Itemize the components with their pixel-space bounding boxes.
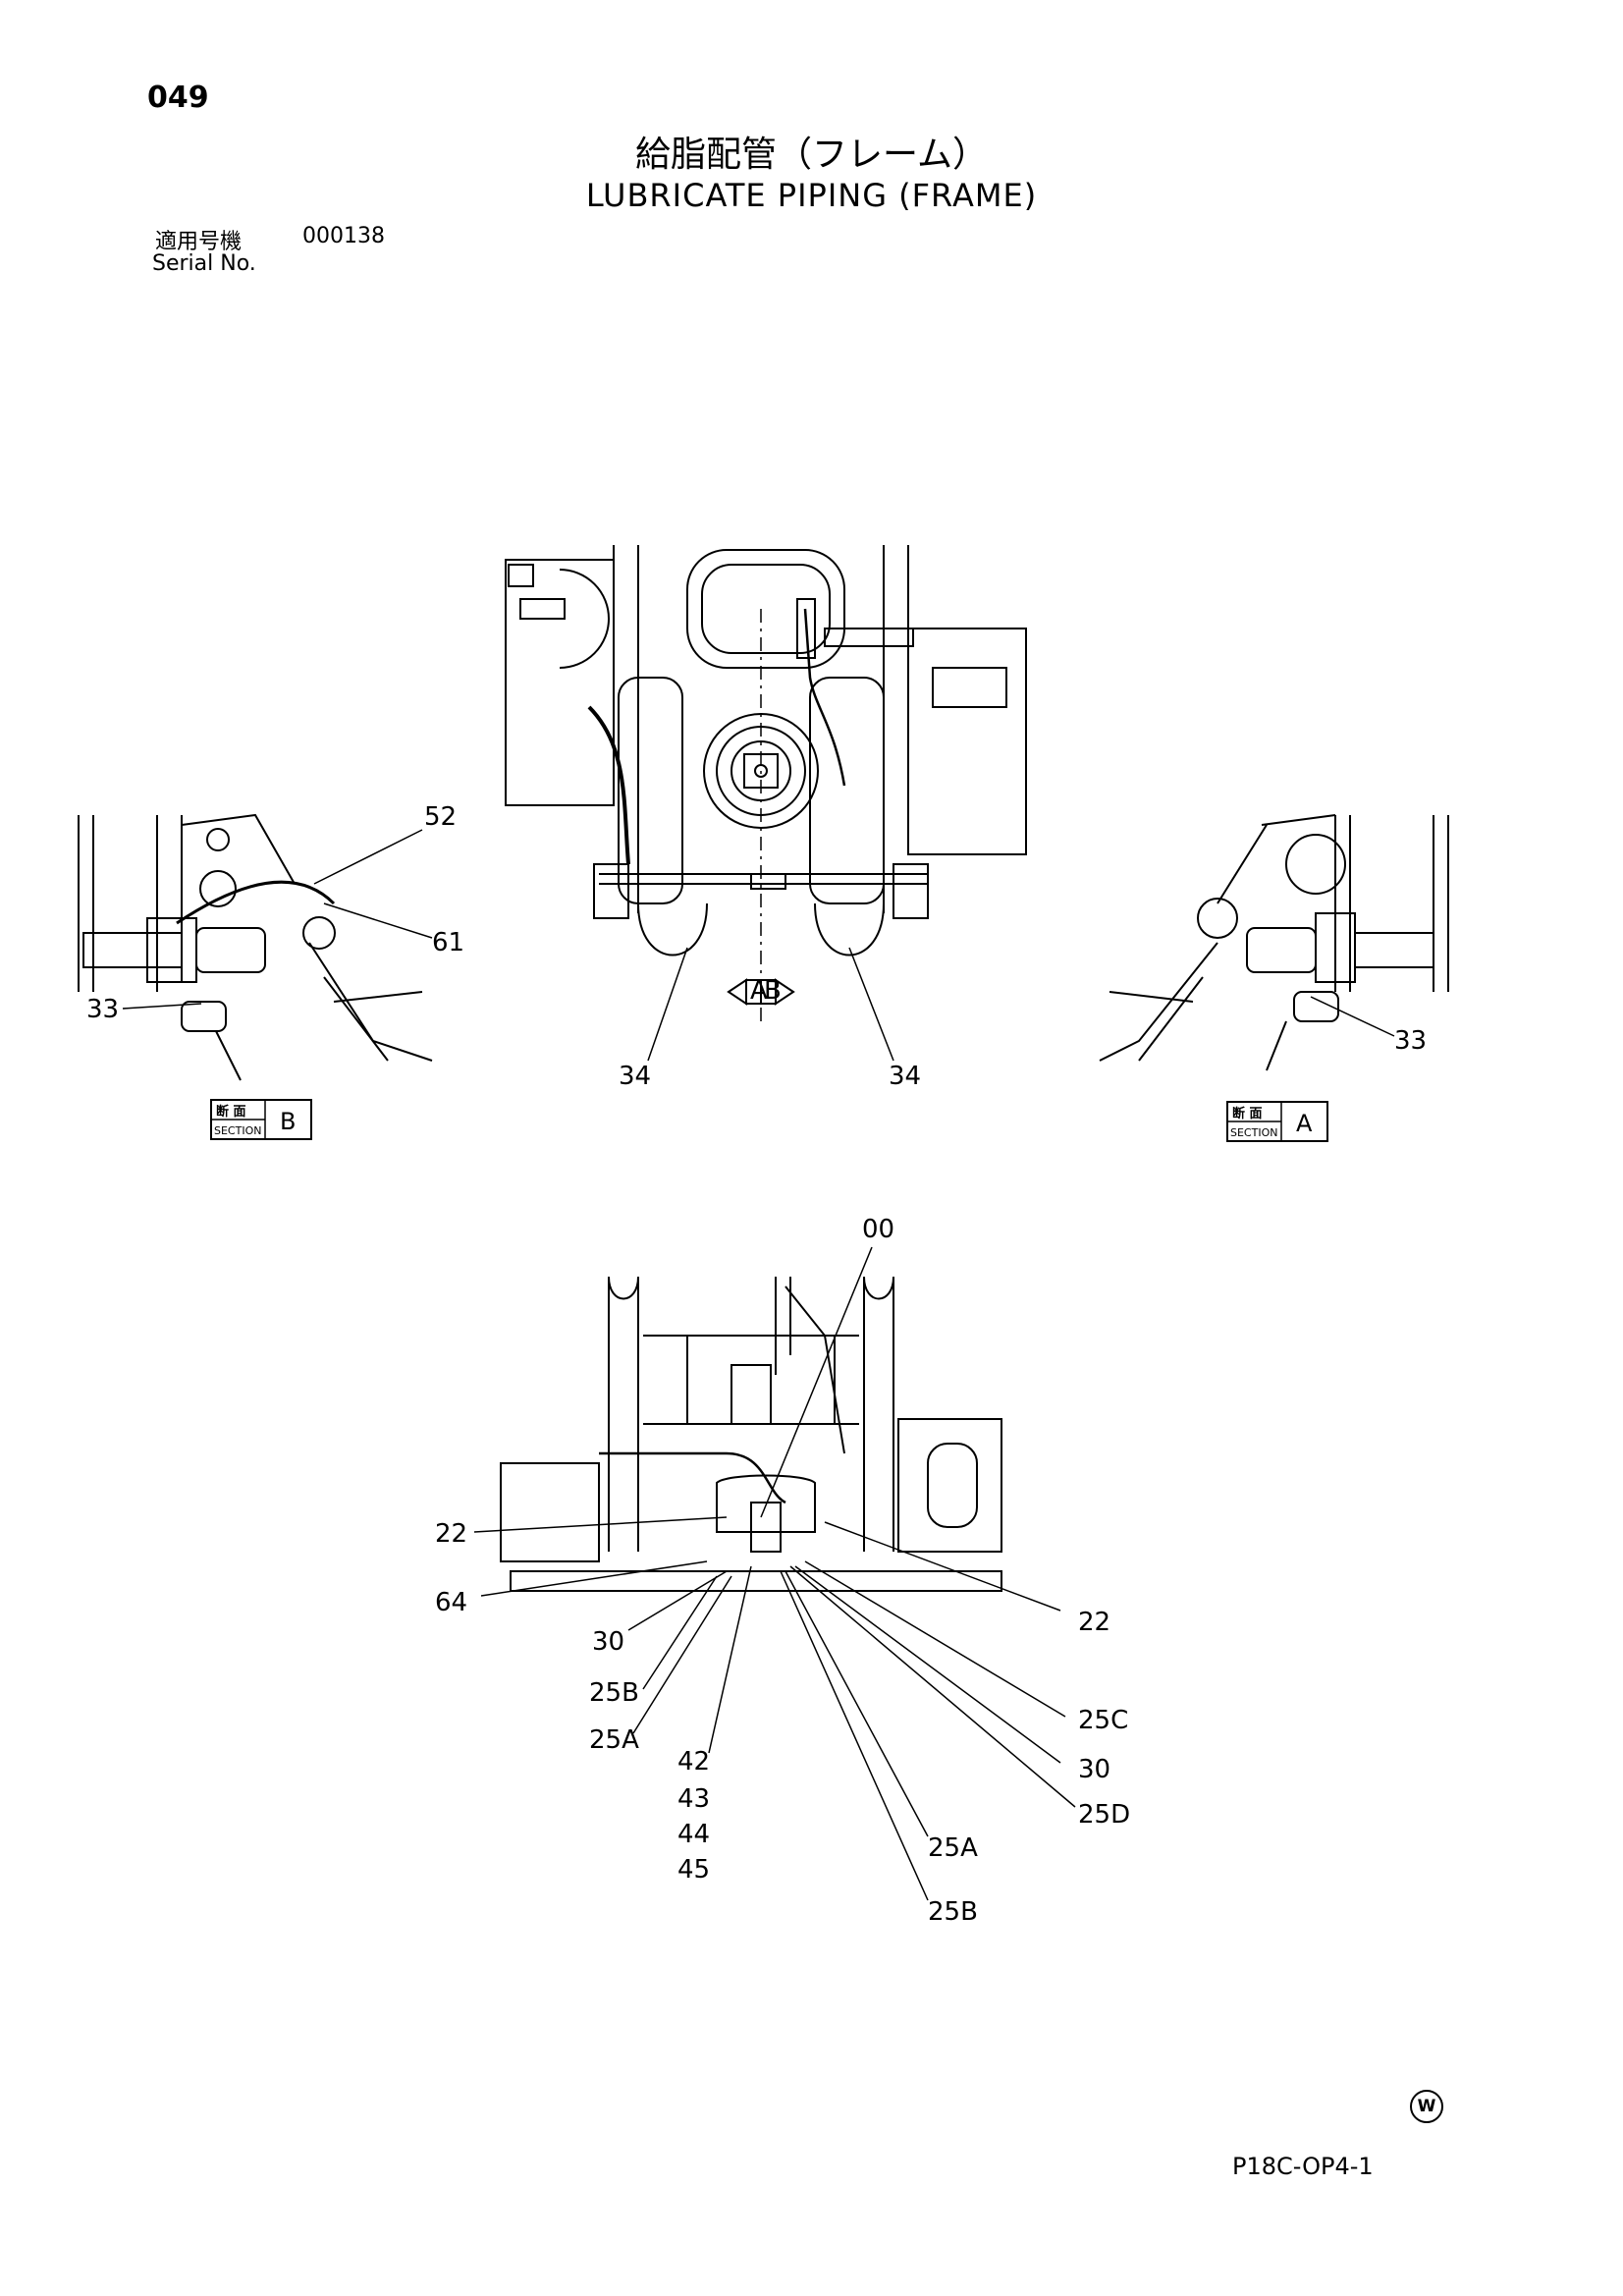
- leader-lines: [122, 829, 1395, 1901]
- top-frame-view: [505, 545, 1027, 1021]
- callout-30-left: 30: [592, 1627, 624, 1657]
- w-mark: W: [1410, 2090, 1443, 2123]
- callout-25D: 25D: [1078, 1800, 1130, 1830]
- callout-00: 00: [862, 1215, 894, 1244]
- callout-61: 61: [432, 928, 464, 957]
- callout-44: 44: [677, 1820, 710, 1849]
- callout-30-right: 30: [1078, 1755, 1110, 1784]
- callout-34-right: 34: [889, 1062, 921, 1091]
- section-a-view: [1099, 814, 1449, 1071]
- callout-25B-right: 25B: [928, 1897, 978, 1927]
- callout-25A-right: 25A: [928, 1833, 978, 1863]
- view-arrow-a: A: [750, 976, 768, 1006]
- callout-42: 42: [677, 1747, 710, 1777]
- view-arrow-b: B: [764, 976, 782, 1006]
- callout-64: 64: [435, 1588, 467, 1617]
- callout-33-left: 33: [86, 995, 119, 1024]
- callout-25B-left: 25B: [589, 1678, 639, 1708]
- drawing-code: P18C-OP4-1: [1232, 2153, 1374, 2180]
- callout-22-left: 22: [435, 1519, 467, 1549]
- view-direction-arrow: [727, 978, 795, 1006]
- section-b-en: SECTION: [214, 1124, 261, 1137]
- bottom-frame-view: [500, 1276, 1002, 1592]
- callout-45: 45: [677, 1855, 710, 1885]
- title-english: LUBRICATE PIPING (FRAME): [585, 177, 1038, 214]
- section-b-view: [78, 813, 433, 1081]
- section-a-letter: A: [1296, 1110, 1313, 1137]
- serial-label-japanese: 適用号機: [155, 230, 243, 254]
- callout-33-right: 33: [1394, 1026, 1427, 1056]
- serial-label-english: Serial No.: [152, 251, 256, 276]
- section-b-letter: B: [280, 1108, 296, 1135]
- section-tag-a: 断 面 SECTION A: [1226, 1101, 1328, 1142]
- serial-value: 000138: [302, 224, 385, 248]
- callout-43: 43: [677, 1784, 710, 1814]
- callout-34-left: 34: [619, 1062, 651, 1091]
- callout-52: 52: [424, 802, 457, 832]
- section-a-jp: 断 面: [1232, 1106, 1263, 1121]
- callout-22-right: 22: [1078, 1608, 1110, 1637]
- title-japanese: 給脂配管（フレーム）: [635, 135, 988, 175]
- section-tag-b: 断 面 SECTION B: [210, 1099, 312, 1140]
- section-b-jp: 断 面: [216, 1104, 246, 1120]
- section-a-en: SECTION: [1230, 1126, 1277, 1139]
- callout-25A-left: 25A: [589, 1725, 639, 1755]
- callout-25C: 25C: [1078, 1706, 1128, 1735]
- page-number: 049: [147, 81, 209, 115]
